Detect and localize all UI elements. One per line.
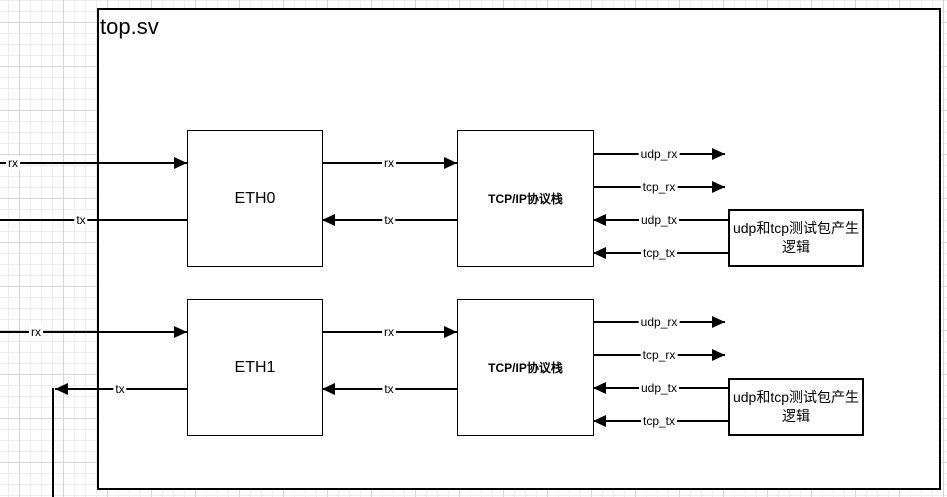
wire-label-udp-tx-0: udp_tx: [638, 212, 680, 228]
eth0-block[interactable]: ETH0: [187, 130, 323, 267]
wire-label-tx-mid-1: tx: [382, 381, 396, 397]
arrowhead: [712, 316, 725, 328]
testgen-label-0: udp和tcp测试包产生 逻辑: [732, 220, 860, 255]
wire-label-udp-rx-1: udp_rx: [638, 314, 680, 330]
arrowhead: [322, 214, 335, 226]
testgen-block-0[interactable]: udp和tcp测试包产生 逻辑: [728, 209, 864, 267]
arrowhead: [593, 247, 606, 259]
arrowhead: [712, 349, 725, 361]
arrowhead: [712, 181, 725, 193]
eth0-block-label: ETH0: [234, 189, 276, 207]
testgen-block-1[interactable]: udp和tcp测试包产生 逻辑: [728, 378, 864, 436]
arrowhead: [444, 157, 457, 169]
eth1-block[interactable]: ETH1: [187, 299, 323, 436]
wire-rx-in-0[interactable]: [0, 162, 187, 164]
wire-label-tx-out-1: tx: [113, 381, 127, 397]
wire-label-tcp-rx-0: tcp_rx: [640, 179, 678, 195]
wire-tx-out-0[interactable]: [0, 219, 187, 221]
tcpip-stack-label-1: TCP/IP协议栈: [488, 361, 563, 375]
arrowhead: [322, 383, 335, 395]
arrowhead: [444, 326, 457, 338]
diagram-title: top.sv: [100, 14, 159, 39]
wire-label-rx-in-1: rx: [29, 324, 43, 340]
arrowhead: [593, 415, 606, 427]
tcpip-stack-block-1[interactable]: TCP/IP协议栈: [457, 299, 594, 436]
eth1-block-label: ETH1: [234, 358, 276, 376]
wire-label-tcp-tx-1: tcp_tx: [640, 413, 678, 429]
wire-label-rx-in-0: rx: [6, 155, 20, 171]
tcpip-stack-block-0[interactable]: TCP/IP协议栈: [457, 130, 594, 267]
arrowhead: [174, 326, 187, 338]
wire-label-tx-out-0: tx: [74, 212, 88, 228]
wire-label-tcp-rx-1: tcp_rx: [640, 347, 678, 363]
wire-label-rx-mid-1: rx: [382, 324, 396, 340]
tcpip-stack-label-0: TCP/IP协议栈: [488, 192, 563, 206]
arrowhead: [593, 382, 606, 394]
wire-rx-in-1[interactable]: [0, 331, 187, 333]
testgen-label-1: udp和tcp测试包产生 逻辑: [732, 389, 860, 424]
wire-label-rx-mid-0: rx: [382, 155, 396, 171]
arrowhead: [593, 214, 606, 226]
arrowhead: [174, 157, 187, 169]
wire-tx-out-vertical-1[interactable]: [52, 388, 54, 497]
arrowhead: [712, 148, 725, 160]
wire-label-udp-tx-1: udp_tx: [638, 380, 680, 396]
arrowhead: [55, 383, 68, 395]
wire-label-tcp-tx-0: tcp_tx: [640, 245, 678, 261]
wire-label-tx-mid-0: tx: [382, 212, 396, 228]
wire-label-udp-rx-0: udp_rx: [638, 146, 680, 162]
